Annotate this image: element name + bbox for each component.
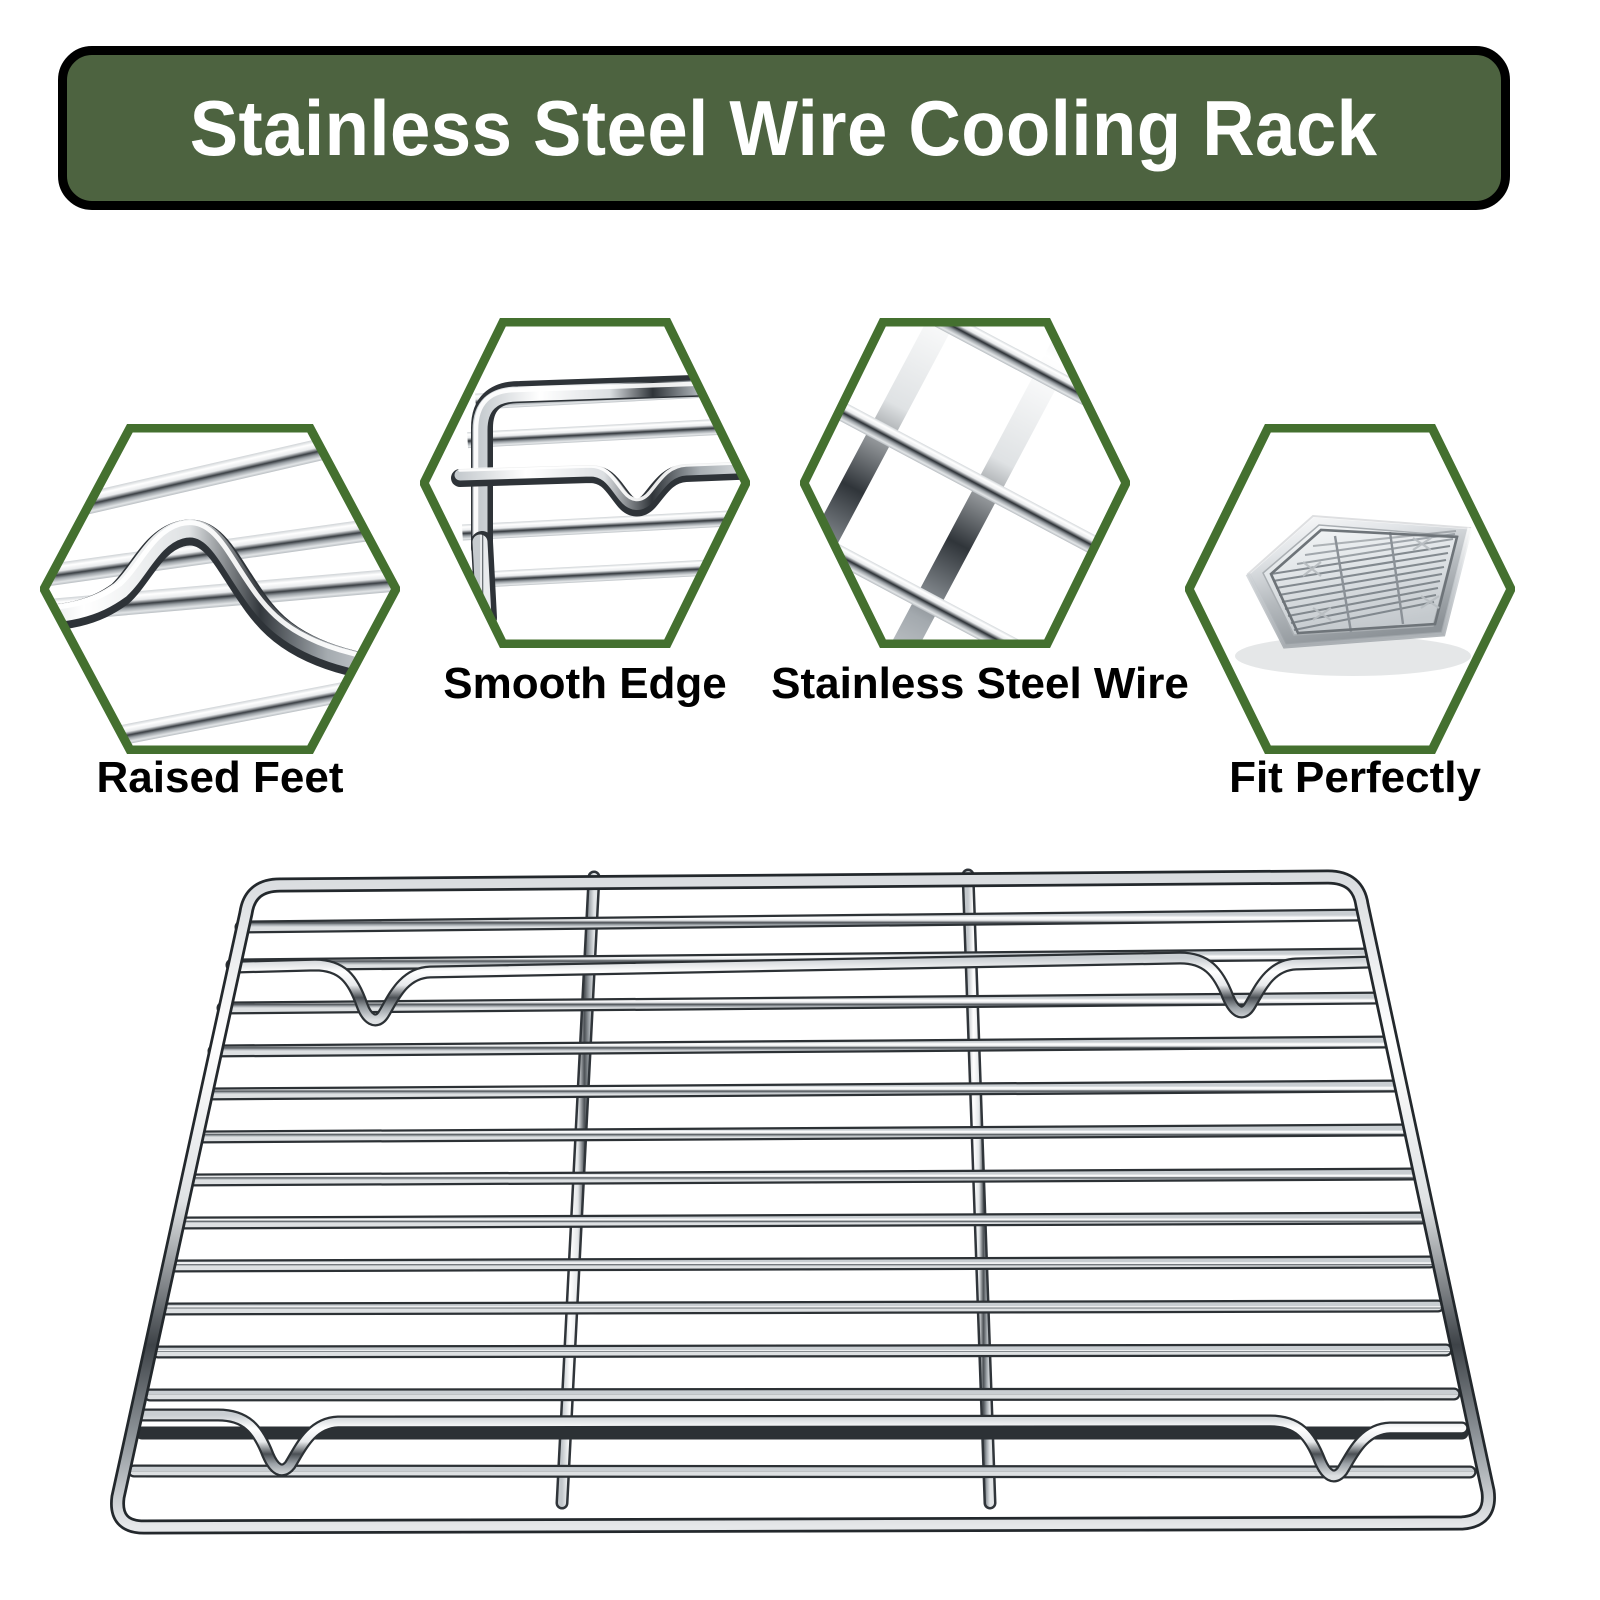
hexagon-frame [1185,424,1515,754]
raised-feet-wire-closeup-icon [40,424,400,754]
hexagon-frame [420,318,750,648]
feature-badge-smooth-edge [420,318,750,648]
stainless-steel-wire-cooling-rack [110,855,1510,1555]
baking-tray-with-rack-icon [1185,424,1515,754]
feature-label-raised-feet: Raised Feet [96,753,344,802]
raised-feet-top [231,951,1379,1027]
header-banner: Stainless Steel Wire Cooling Rack [58,46,1510,210]
feature-badge-fit-perfectly [1185,424,1515,754]
main-product-image [110,855,1510,1555]
hexagon-frame [800,318,1130,648]
page-title: Stainless Steel Wire Cooling Rack [190,84,1378,172]
raised-feet-bottom [133,1408,1469,1483]
feature-label-stainless-steel-wire: Stainless Steel Wire [771,659,1189,708]
feature-label-smooth-edge: Smooth Edge [443,659,727,708]
feature-badge-stainless-steel-wire [800,318,1130,648]
stainless-steel-wire-mesh-closeup-icon [800,318,1130,648]
feature-badge-raised-feet [40,424,400,754]
rack-outer-frame [110,869,1496,1535]
smooth-edge-wire-closeup-icon [420,318,750,648]
feature-label-fit-perfectly: Fit Perfectly [1229,753,1481,802]
hexagon-frame [40,424,400,754]
